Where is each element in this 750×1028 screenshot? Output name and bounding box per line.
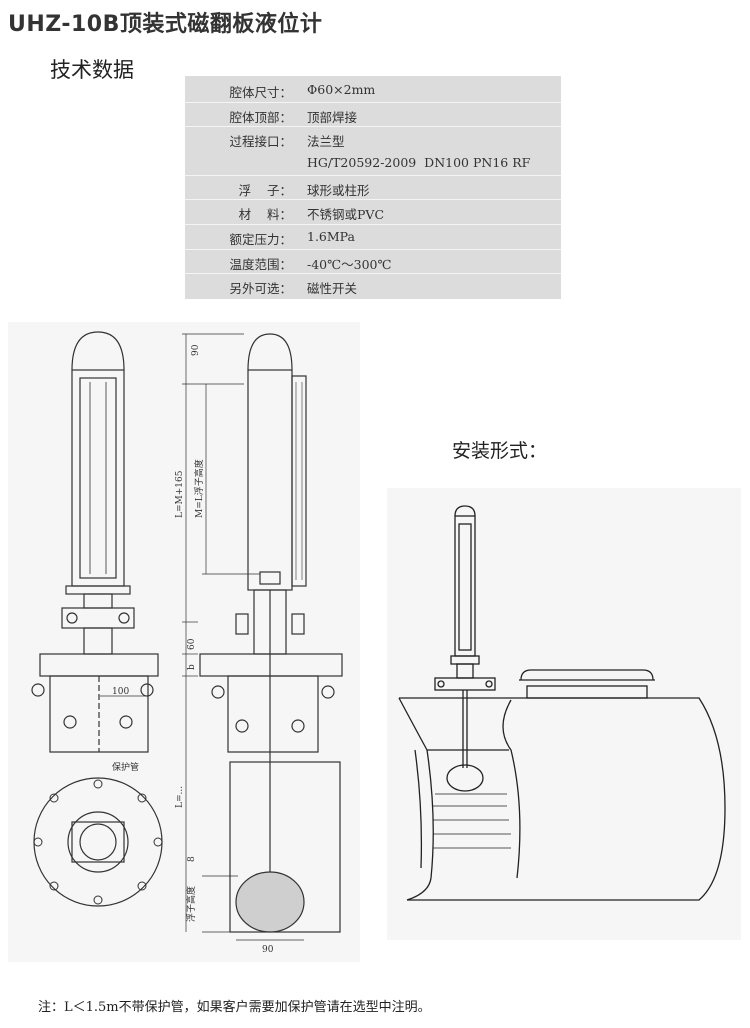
spec-table: 腔体尺寸： Φ60×2mm 腔体顶部： 顶部焊接 过程接口： 法兰型 HG/T2…	[185, 76, 561, 299]
spec-row: 过程接口： 法兰型 HG/T20592-2009 DN100 PN16 RF	[185, 127, 561, 170]
dim-8: 8	[187, 856, 197, 862]
dim-60: 60	[187, 638, 197, 650]
dim-90-bottom: 90	[262, 945, 274, 955]
spec-row: 腔体尺寸： Φ60×2mm	[185, 78, 561, 102]
spec-label: 浮 子：	[238, 183, 292, 198]
spec-row: 温度范围： -40℃～300℃	[185, 250, 561, 274]
spec-value: 1.6MPa	[307, 229, 355, 244]
spec-row: 另外可选： 磁性开关	[185, 274, 561, 298]
footnote: 注：L＜1.5m不带保护管，如果客户需要加保护管请在选型中注明。	[38, 1000, 431, 1015]
spec-row: 浮 子： 球形或柱形	[185, 176, 561, 200]
spec-value-extra: HG/T20592-2009 DN100 PN16 RF	[307, 155, 531, 170]
spec-value: 球形或柱形	[307, 183, 370, 198]
divider	[185, 102, 561, 103]
spec-row: 腔体顶部： 顶部焊接	[185, 103, 561, 127]
spec-label: 腔体尺寸：	[229, 85, 292, 100]
dim-float-height: M=L浮子高度	[193, 459, 205, 518]
divider	[185, 224, 561, 225]
divider	[185, 249, 561, 250]
spec-value: 法兰型	[307, 134, 345, 149]
dim-b: b	[187, 664, 197, 670]
spec-row: 材 料： 不锈钢或PVC	[185, 200, 561, 224]
spec-value: 不锈钢或PVC	[307, 207, 385, 222]
install-title: 安装形式：	[452, 440, 548, 462]
divider	[185, 273, 561, 274]
divider	[185, 175, 561, 176]
page-title: UHZ-10B顶装式磁翻板液位计	[8, 12, 323, 37]
section-title: 技术数据	[50, 58, 134, 82]
spec-label: 腔体顶部：	[229, 110, 292, 125]
spec-label: 材 料：	[238, 207, 292, 222]
install-drawing	[387, 488, 741, 940]
spec-label: 过程接口：	[229, 134, 292, 149]
technical-drawing: 90 L=M+165 M=L浮子高度 60 b L=... 8 浮子高度 90 …	[8, 322, 360, 962]
spec-value: -40℃～300℃	[307, 257, 392, 272]
spec-value: Φ60×2mm	[307, 82, 376, 97]
divider	[185, 199, 561, 200]
spec-row: 额定压力： 1.6MPa	[185, 225, 561, 249]
spec-label: 额定压力：	[229, 232, 292, 247]
dim-total: L=M+165	[175, 470, 185, 518]
spec-label: 另外可选：	[229, 281, 292, 296]
dim-l: L=...	[175, 786, 185, 808]
spec-value: 顶部焊接	[307, 110, 358, 125]
spec-value: 磁性开关	[307, 281, 358, 296]
protect-pipe-label: 保护管	[112, 761, 139, 773]
spec-label: 温度范围：	[229, 257, 292, 272]
dim-float-label: 浮子高度	[185, 886, 197, 922]
dim-100: 100	[112, 687, 129, 697]
dim-90-top: 90	[191, 344, 201, 356]
divider	[185, 126, 561, 127]
